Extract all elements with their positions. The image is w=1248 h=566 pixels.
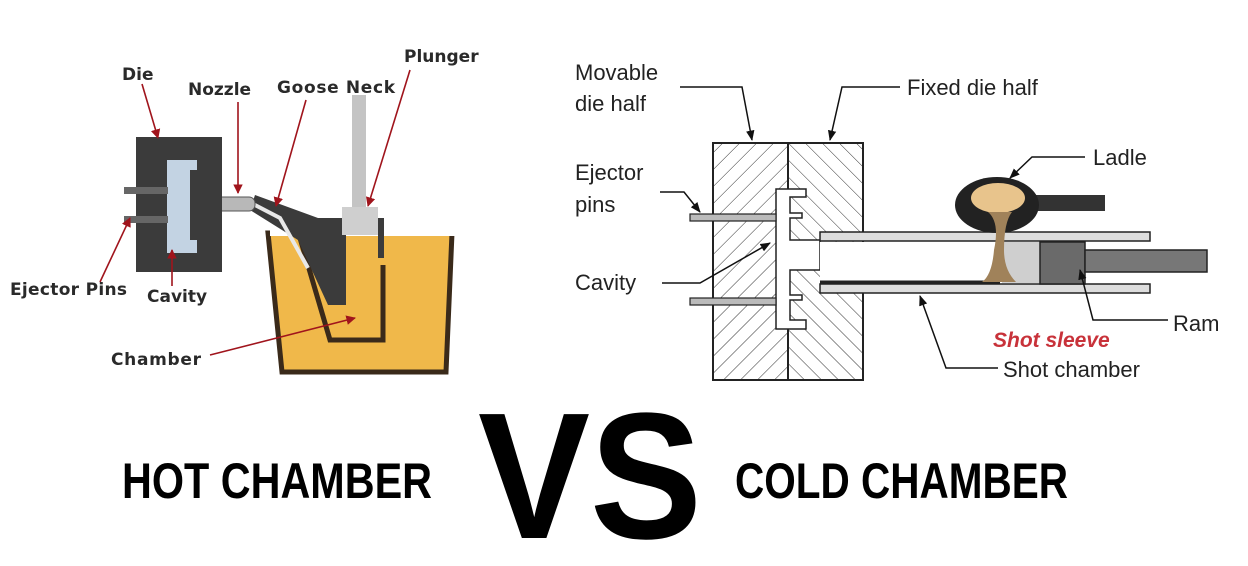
label-chamber: Chamber — [111, 350, 202, 370]
label-shot-chamber: Shot chamber — [1003, 357, 1140, 382]
cold-chamber-diagram: Movable die half Fixed die half Ejector … — [575, 60, 1219, 382]
label-movable: Movable — [575, 60, 658, 85]
callout-arrows — [99, 69, 411, 356]
cavity — [167, 160, 197, 253]
label-plunger: Plunger — [404, 47, 479, 67]
ejector-pin — [689, 297, 777, 306]
label-pins: pins — [575, 192, 615, 217]
title-hot-chamber: HOT CHAMBER — [122, 453, 432, 509]
vs-text: VS — [478, 376, 702, 566]
title-cold-chamber: COLD CHAMBER — [735, 453, 1068, 509]
hot-chamber-diagram: Die Nozzle Goose Neck Plunger Ejector Pi… — [10, 47, 479, 375]
plunger-head — [342, 207, 378, 235]
ejector-pin — [124, 187, 168, 194]
goose-neck — [250, 195, 346, 305]
label-ladle: Ladle — [1093, 145, 1147, 170]
label-goose-neck: Goose Neck — [277, 78, 396, 98]
ejector-pin — [124, 216, 168, 223]
label-cavity: Cavity — [575, 270, 636, 295]
plunger-rod — [352, 95, 366, 208]
label-ejector-pins: Ejector Pins — [10, 280, 127, 300]
label-fixed-die-half: Fixed die half — [907, 75, 1039, 100]
label-die: Die — [122, 65, 153, 85]
chamber — [297, 237, 386, 343]
ram-rod — [1084, 249, 1208, 273]
ram — [1039, 241, 1086, 285]
label-cavity: Cavity — [147, 287, 207, 307]
label-ejector: Ejector — [575, 160, 643, 185]
callout-arrows — [660, 86, 1168, 369]
pouring-metal — [982, 212, 1016, 282]
ladle-handle — [1030, 195, 1105, 211]
label-shot-sleeve: Shot sleeve — [993, 329, 1110, 352]
ejector-pin — [689, 213, 777, 222]
label-ram: Ram — [1173, 311, 1219, 336]
molten-metal-pot — [265, 230, 455, 375]
label-nozzle: Nozzle — [188, 80, 251, 100]
label-die-half: die half — [575, 91, 647, 116]
